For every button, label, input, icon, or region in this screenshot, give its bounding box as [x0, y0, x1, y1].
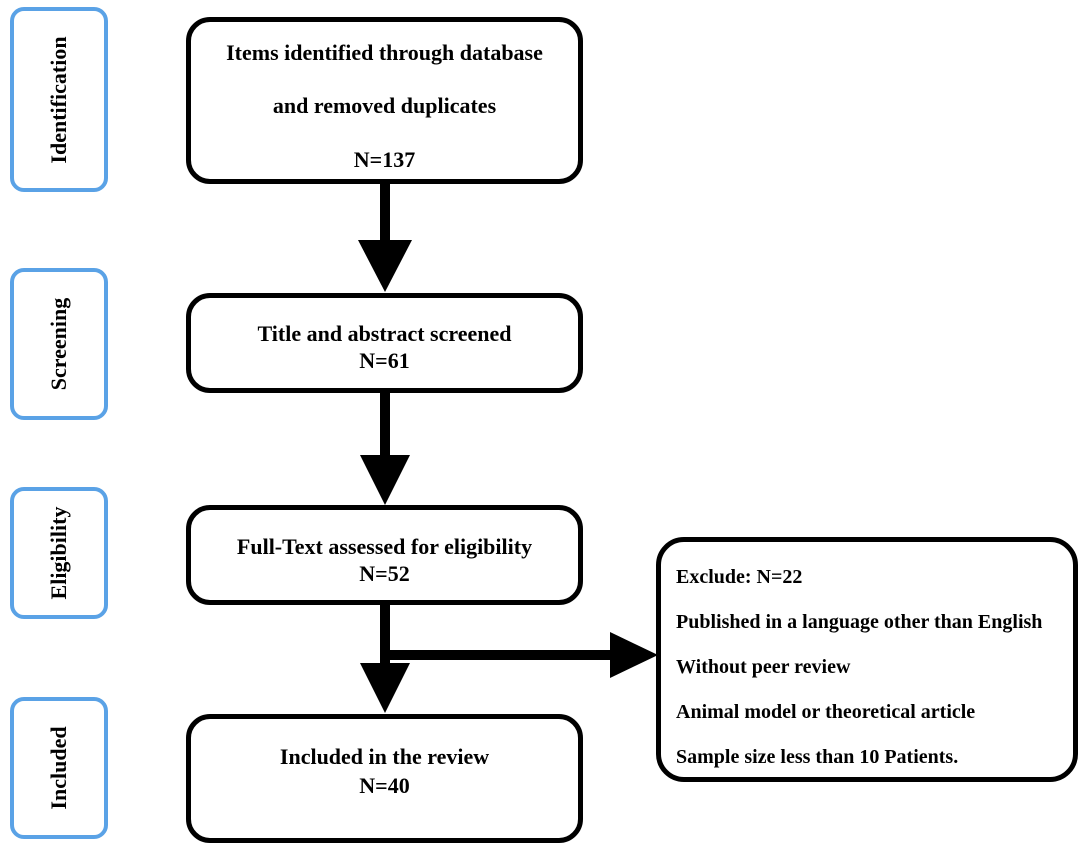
- box-included-label: Included in the review: [279, 744, 490, 769]
- exclusion-reason: Animal model or theoretical article: [676, 701, 976, 723]
- stage-included: Included: [10, 697, 108, 839]
- box-eligible: Full-Text assessed for eligibility N=52: [186, 505, 583, 605]
- box-included: Included in the review N=40: [186, 714, 583, 843]
- stage-identification: Identification: [10, 7, 108, 192]
- arrowhead-branch-to-exclusion: [610, 632, 658, 678]
- stage-screening: Screening: [10, 268, 108, 420]
- exclusion-reason: Without peer review: [676, 656, 851, 678]
- exclusion-reason: Sample size less than 10 Patients.: [676, 746, 959, 768]
- box-identified: Items identified through database and re…: [186, 17, 583, 184]
- box-exclusion: Exclude: N=22 Published in a language ot…: [656, 537, 1078, 782]
- box-eligible-count: N=52: [359, 561, 410, 586]
- arrowhead-screened-to-eligible: [360, 455, 410, 505]
- arrowhead-identified-to-screened: [358, 240, 412, 292]
- exclusion-reason: Published in a language other than Engli…: [676, 611, 1043, 633]
- box-identified-line2: and removed duplicates: [272, 93, 497, 118]
- box-screened-count: N=61: [359, 348, 410, 373]
- box-screened-label: Title and abstract screened: [257, 321, 512, 346]
- stage-eligibility: Eligibility: [10, 487, 108, 619]
- box-eligible-label: Full-Text assessed for eligibility: [236, 534, 533, 559]
- box-identified-line1: Items identified through database: [226, 40, 543, 65]
- box-screened: Title and abstract screened N=61: [186, 293, 583, 393]
- box-included-count: N=40: [359, 773, 410, 798]
- exclusion-header: Exclude: N=22: [676, 566, 803, 588]
- arrowhead-eligible-to-included: [360, 663, 410, 713]
- box-identified-count: N=137: [353, 147, 416, 172]
